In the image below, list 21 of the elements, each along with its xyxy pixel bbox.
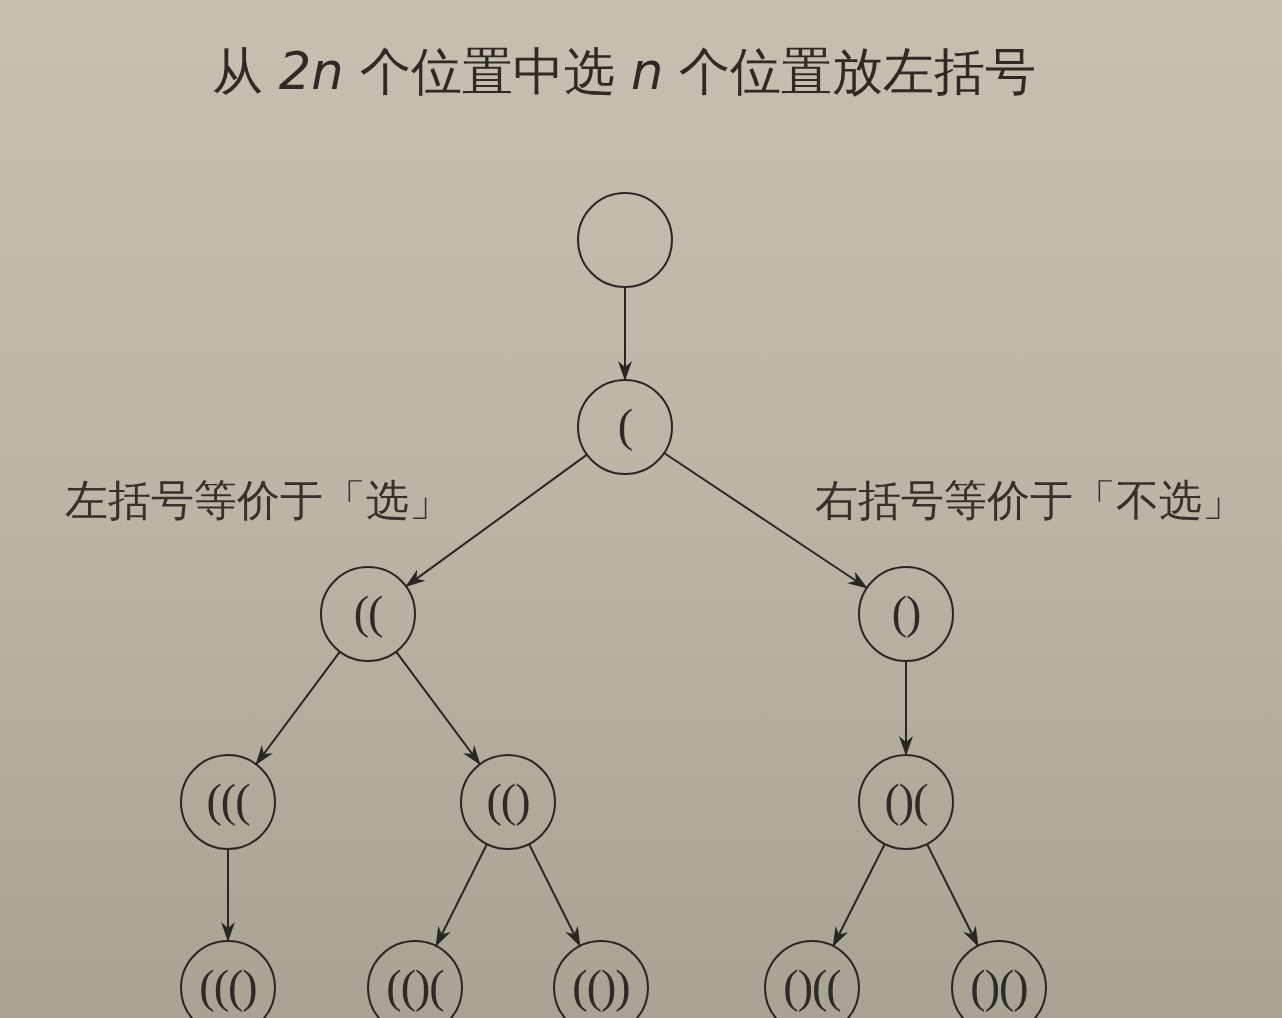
arrow bbox=[528, 843, 581, 947]
circle-node: (( bbox=[320, 566, 416, 663]
arrow bbox=[221, 848, 235, 942]
branch-label: 左括号等价于「选」 bbox=[65, 474, 452, 526]
arrow bbox=[926, 843, 979, 947]
circle-node: () bbox=[858, 566, 954, 663]
circle-node: ()( bbox=[858, 754, 954, 851]
arrow bbox=[435, 843, 488, 947]
arrow bbox=[663, 452, 868, 589]
title: 从 2n 个位置中选 n 个位置放左括号 bbox=[211, 42, 1037, 102]
circle-node: ( bbox=[577, 379, 673, 476]
circle-node: (() bbox=[460, 754, 556, 851]
branch-label: 右括号等价于「不选」 bbox=[815, 474, 1245, 526]
circle-node bbox=[577, 192, 673, 289]
arrow bbox=[899, 660, 913, 756]
arrow bbox=[618, 286, 632, 381]
arrow bbox=[832, 842, 886, 948]
arrow bbox=[405, 453, 588, 588]
arrow bbox=[255, 650, 341, 766]
circle-node: ((( bbox=[180, 754, 276, 851]
arrow bbox=[395, 650, 481, 766]
